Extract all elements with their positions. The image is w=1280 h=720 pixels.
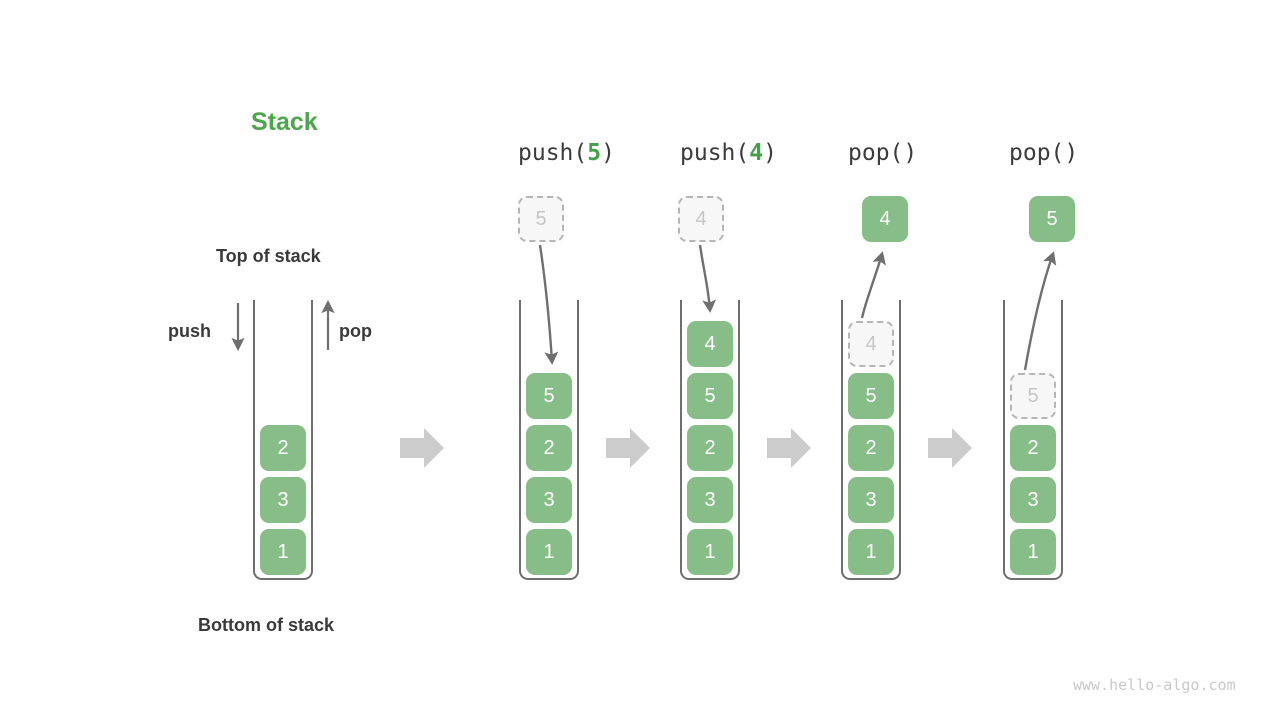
op-label-pop-1: pop() [848,140,917,166]
stack-element: 1 [848,529,894,575]
stack-container [841,300,901,580]
watermark: www.hello-algo.com [1073,676,1236,694]
stack-element: 2 [526,425,572,471]
pop-label: pop [339,321,372,341]
removed-ghost-element: 4 [848,321,894,367]
op-label-pop-2: pop() [1009,140,1078,166]
flow-arrow-2 [606,428,650,468]
op-prefix: pop( [1009,140,1065,166]
op-label-push-4: push(4) [680,140,777,166]
op-suffix: ) [1064,140,1079,166]
bottom-of-stack-label: Bottom of stack [198,615,335,635]
top-of-stack-label: Top of stack [216,246,321,266]
stack-element: 2 [1010,425,1056,471]
stack-element: 3 [848,477,894,523]
stack-container [519,300,579,580]
removed-ghost-element: 5 [1010,373,1056,419]
stack-element: 3 [260,477,306,523]
stack-element: 5 [687,373,733,419]
incoming-ghost-element: 4 [678,196,724,242]
stack-element: 2 [260,425,306,471]
stack-element: 3 [526,477,572,523]
stack-element: 2 [687,425,733,471]
op-prefix: push( [680,140,750,166]
push-label: push [168,321,211,341]
flow-arrow-4 [928,428,972,468]
flow-arrow-3 [767,428,811,468]
stack-element: 3 [1010,477,1056,523]
popped-element: 5 [1029,196,1075,242]
stack-container [680,300,740,580]
op-suffix: ) [601,140,615,166]
op-label-push-5: push(5) [518,140,615,166]
stack-element: 1 [260,529,306,575]
stack-element: 4 [687,321,733,367]
op-arg: 5 [587,140,602,166]
flow-arrow-1 [400,428,444,468]
op-prefix: pop( [848,140,904,166]
op-suffix: ) [763,140,777,166]
stack-element: 1 [687,529,733,575]
stack-container [1003,300,1063,580]
stack-element: 5 [526,373,572,419]
incoming-ghost-element: 5 [518,196,564,242]
stack-container [253,300,313,580]
page-title: Stack [251,108,318,136]
op-suffix: ) [903,140,918,166]
op-prefix: push( [518,140,588,166]
popped-element: 4 [862,196,908,242]
stack-element: 2 [848,425,894,471]
stack-element: 3 [687,477,733,523]
op-arg: 4 [749,140,764,166]
stack-element: 1 [1010,529,1056,575]
stack-element: 5 [848,373,894,419]
stack-element: 1 [526,529,572,575]
